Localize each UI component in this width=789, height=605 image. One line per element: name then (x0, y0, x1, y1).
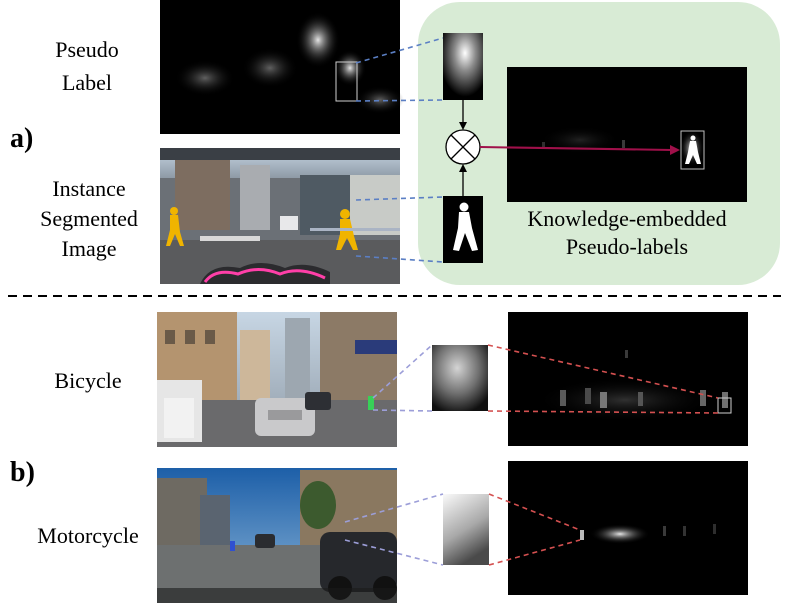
crop-connectors-b-purple (344, 344, 444, 566)
bicycle-roi-box (717, 397, 732, 414)
motorcycle-crop (443, 494, 489, 565)
output-caption-line2: Pseudo-labels (566, 234, 688, 259)
instance-title-line1: Instance (52, 176, 125, 201)
panel-a-label: a) (10, 123, 33, 154)
output-roi-box (680, 130, 705, 170)
segmented-person-crop (443, 196, 483, 263)
bicycle-crop (432, 345, 488, 411)
person-mask-left (166, 207, 184, 246)
fusion-arrows (459, 100, 467, 196)
crop-connectors-b-red (487, 344, 719, 566)
instance-segmented-image (160, 148, 400, 284)
pseudo-label-roi-box (335, 61, 358, 102)
bicycle-heatmap (508, 312, 748, 446)
instance-title-line3: Image (62, 236, 117, 261)
bicycle-title: Bicycle (54, 368, 121, 393)
motorcycle-title: Motorcycle (37, 523, 138, 548)
knowledge-embedded-output (507, 67, 747, 202)
multiply-operator-icon (445, 129, 481, 165)
crop-connectors-a (355, 37, 444, 263)
vehicle-contour (203, 268, 326, 283)
motorcycle-street-image (157, 468, 397, 603)
person-silhouette-icon (453, 202, 478, 251)
panel-b-label: b) (10, 457, 35, 488)
output-person-silhouette (685, 135, 701, 164)
pseudo-label-title-line1: Pseudo (55, 37, 119, 62)
instance-title-line2: Segmented (40, 206, 138, 231)
output-arrow (479, 145, 680, 155)
pseudo-label-crop (443, 33, 483, 100)
pseudo-label-title-line2: Label (62, 70, 112, 95)
bicycle-street-image (157, 312, 397, 447)
motorcycle-heatmap (508, 461, 748, 595)
person-mask-right (336, 209, 358, 250)
output-caption-line1: Knowledge-embedded (527, 206, 726, 231)
pseudo-label-heatmap (160, 0, 404, 134)
